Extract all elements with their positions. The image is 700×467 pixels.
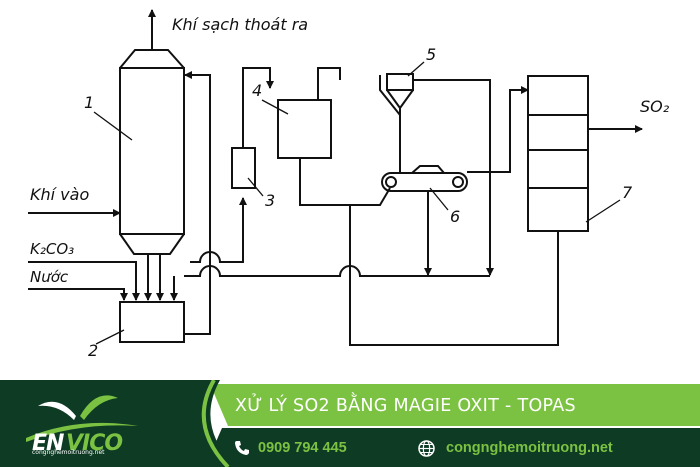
phone-number[interactable]: 0909 794 445 (258, 440, 347, 456)
website-link[interactable]: congnghemoitruong.net (446, 440, 613, 456)
logo-subtitle: congnghemoitruong.net (32, 449, 105, 456)
water-label: Nước (30, 268, 69, 286)
envico-logo: EN VICO (26, 395, 138, 456)
cyclone-5 (386, 73, 414, 118)
recycle-line (184, 71, 211, 335)
process-diagram: Khí sạch thoát ra Khí vào K₂CO₃ Nước SO₂… (28, 9, 670, 360)
number-1: 1 (84, 93, 94, 112)
number-5: 5 (426, 45, 436, 64)
number-3: 3 (265, 191, 275, 210)
phone-icon (235, 441, 249, 455)
so2-label: SO₂ (640, 97, 670, 116)
number-4: 4 (252, 81, 262, 100)
svg-text:EN: EN (32, 431, 64, 456)
svg-text:VICO: VICO (66, 431, 122, 456)
water-line (28, 288, 128, 301)
absorption-column-1 (119, 49, 185, 255)
tank-2 (119, 301, 185, 343)
dryer-4 (277, 99, 332, 159)
k2co3-line (28, 261, 140, 301)
calciner-7 (527, 75, 589, 232)
belt-filter-6 (381, 165, 468, 192)
number-2: 2 (88, 341, 98, 360)
banner-title: XỬ LÝ SO2 BẰNG MAGIE OXIT - TOPAS (235, 396, 576, 416)
gas-in-label: Khí vào (30, 185, 89, 204)
globe-icon (418, 440, 435, 457)
clean-gas-label: Khí sạch thoát ra (172, 15, 308, 34)
k2co3-label: K₂CO₃ (30, 240, 74, 258)
number-7: 7 (622, 183, 633, 202)
number-6: 6 (450, 207, 460, 226)
